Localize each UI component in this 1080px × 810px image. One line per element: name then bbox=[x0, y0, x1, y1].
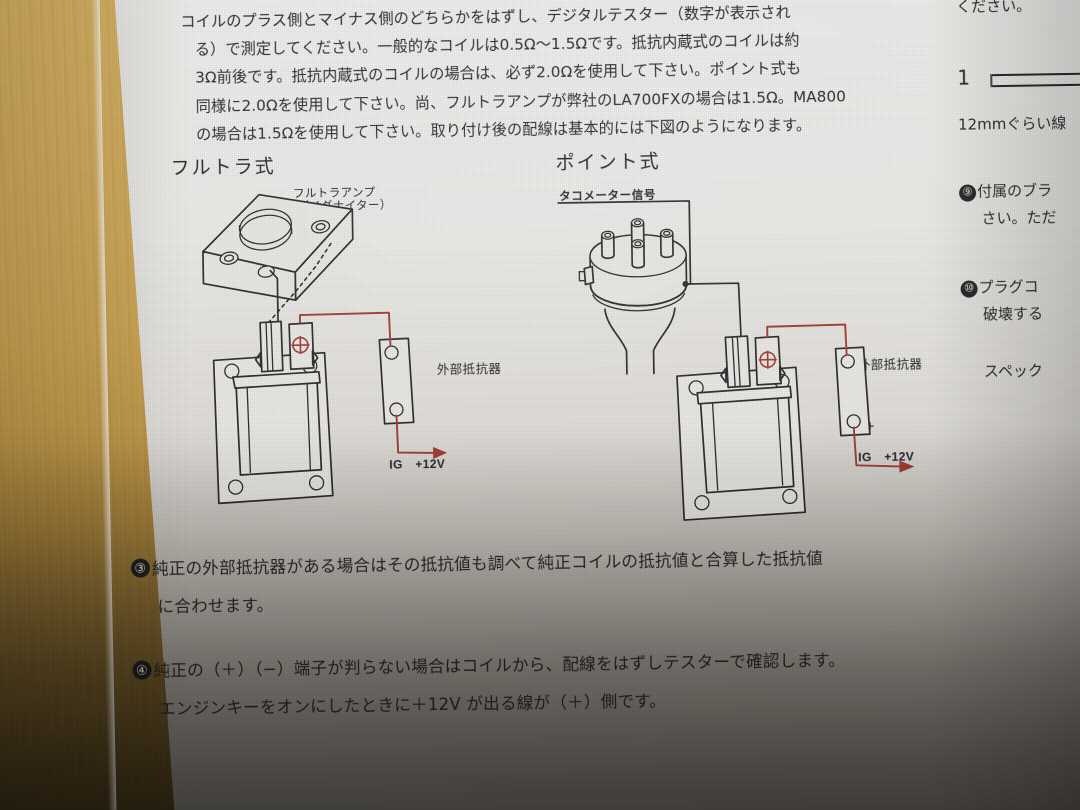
resistor-to-ignition-supply-wire-right bbox=[852, 426, 906, 468]
ignition-coil-right bbox=[676, 335, 806, 521]
supply-arrow-right bbox=[899, 460, 915, 473]
coil-plus-to-resistor-wire-left bbox=[298, 311, 392, 347]
distributor-to-coil-wire bbox=[684, 282, 743, 348]
paragraph-3-text-1: 純正の外部抵抗器がある場合はその抵抗値も調べて純正コイルの抵抗値と合算した抵抗値 bbox=[151, 548, 824, 579]
paragraph-4-text-1: 純正の（＋）（−）端子が判らない場合はコイルから、配線をはずしテスターで確認しま… bbox=[153, 650, 846, 681]
resistor-to-ignition-supply-wire-left bbox=[395, 414, 439, 454]
supply-arrow-left bbox=[433, 447, 448, 460]
igniter-to-coil-wire bbox=[269, 269, 280, 336]
external-resistor-left bbox=[378, 337, 415, 425]
igniter-module-drawing bbox=[202, 193, 354, 328]
coil-plus-to-resistor-wire-right bbox=[766, 323, 848, 356]
paragraph-3-marker: ③ bbox=[130, 558, 151, 578]
external-resistor-right bbox=[834, 346, 871, 437]
distributor-drawing bbox=[578, 218, 689, 375]
paragraph-4-marker: ④ bbox=[132, 660, 152, 680]
ignition-coil-left bbox=[212, 320, 334, 505]
